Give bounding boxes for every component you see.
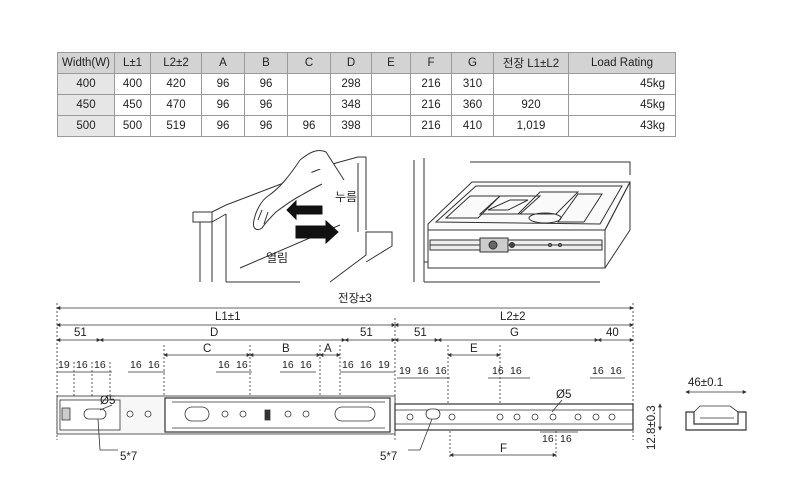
table-row: 450 450 470 96 96 348 216 360 920 45kg [57, 94, 676, 116]
col-header: Load Rating [568, 52, 676, 74]
dim-16: 16 [218, 359, 230, 371]
table-cell: 216 [410, 115, 452, 137]
col-header: L±1 [114, 52, 151, 74]
table-cell: 920 [493, 94, 569, 116]
table-cell: 400 [114, 73, 151, 95]
dim-19: 19 [399, 365, 411, 377]
drawer-illustration [413, 158, 631, 283]
table-cell [371, 115, 411, 137]
dim-16: 16 [542, 433, 554, 445]
table-row: 400 400 420 96 96 298 216 310 45kg [57, 73, 676, 95]
col-header: F [410, 52, 452, 74]
dim-16: 16 [130, 359, 142, 371]
height-label: 12.8±0.3 [646, 405, 658, 450]
dim-16: 16 [282, 359, 294, 371]
table-cell: 96 [287, 115, 331, 137]
slot-label-left: 5*7 [120, 451, 137, 463]
dim-16: 16 [417, 365, 429, 377]
dim-16: 16 [342, 359, 354, 371]
dim-51-right: 51 [414, 327, 427, 339]
table-cell: 43kg [568, 115, 676, 137]
dim-16: 16 [360, 359, 372, 371]
total-length-label: 전장±3 [338, 292, 372, 305]
table-cell: 348 [330, 94, 372, 116]
table-cell: 360 [451, 94, 494, 116]
dim-16: 16 [492, 365, 504, 377]
table-cell: 96 [201, 73, 245, 95]
dim-16: 16 [560, 433, 572, 445]
table-cell: 45kg [568, 94, 676, 116]
table-cell: 410 [451, 115, 494, 137]
profile-width-label: 46±0.1 [688, 377, 723, 389]
dim-51-mid: 51 [360, 327, 373, 339]
push-open-illustration [192, 149, 393, 283]
hole-dia-right: Ø5 [556, 389, 571, 401]
a-label: A [324, 343, 332, 355]
col-header: B [244, 52, 288, 74]
dim-19: 19 [58, 359, 70, 371]
col-header: L2±2 [150, 52, 202, 74]
open-label: 열림 [266, 251, 288, 265]
table-row: 500 500 519 96 96 96 398 216 410 1,019 4… [57, 115, 676, 137]
slot-label-right: 5*7 [380, 451, 397, 463]
dim-16: 16 [236, 359, 248, 371]
hole-dia-left: Ø5 [100, 395, 115, 407]
l1-label: L1±1 [215, 311, 241, 323]
table-cell: 500 [114, 115, 151, 137]
table-cell: 420 [150, 73, 202, 95]
e-label: E [470, 343, 478, 355]
dim-16: 16 [510, 365, 522, 377]
dim-16: 16 [148, 359, 160, 371]
d-label: D [210, 327, 218, 339]
col-header: G [451, 52, 494, 74]
table-cell: 96 [244, 115, 288, 137]
dim-16: 16 [94, 359, 106, 371]
table-cell: 298 [330, 73, 372, 95]
table-cell: 500 [57, 115, 115, 137]
table-cell: 519 [150, 115, 202, 137]
dim-16: 16 [76, 359, 88, 371]
c-label: C [203, 343, 211, 355]
dim-16: 16 [610, 365, 622, 377]
table-cell [287, 94, 331, 116]
slide-drawing [56, 303, 747, 458]
l2-label: L2±2 [500, 311, 526, 323]
table-cell [371, 94, 411, 116]
dim-16: 16 [592, 365, 604, 377]
f-label: F [500, 443, 507, 455]
dim-19: 19 [378, 359, 390, 371]
col-header: C [287, 52, 331, 74]
col-header: E [371, 52, 411, 74]
dim-40: 40 [606, 327, 619, 339]
spec-table: Width(W) L±1 L2±2 A B C D E F G 전장 L1±L2… [57, 52, 676, 137]
table-cell: 450 [57, 94, 115, 116]
table-cell: 216 [410, 73, 452, 95]
push-label: 누름 [335, 190, 357, 204]
b-label: B [282, 343, 290, 355]
table-cell: 96 [244, 73, 288, 95]
col-header: Width(W) [57, 52, 115, 74]
table-cell: 1,019 [493, 115, 569, 137]
table-cell: 96 [201, 94, 245, 116]
table-cell: 96 [244, 94, 288, 116]
dim-51-left: 51 [74, 327, 87, 339]
table-cell: 96 [201, 115, 245, 137]
table-header-row: Width(W) L±1 L2±2 A B C D E F G 전장 L1±L2… [57, 52, 676, 74]
table-cell: 400 [57, 73, 115, 95]
dim-16: 16 [300, 359, 312, 371]
g-label: G [510, 327, 519, 339]
col-header: 전장 L1±L2 [493, 52, 569, 74]
table-cell: 450 [114, 94, 151, 116]
table-cell: 398 [330, 115, 372, 137]
dim-16: 16 [435, 365, 447, 377]
